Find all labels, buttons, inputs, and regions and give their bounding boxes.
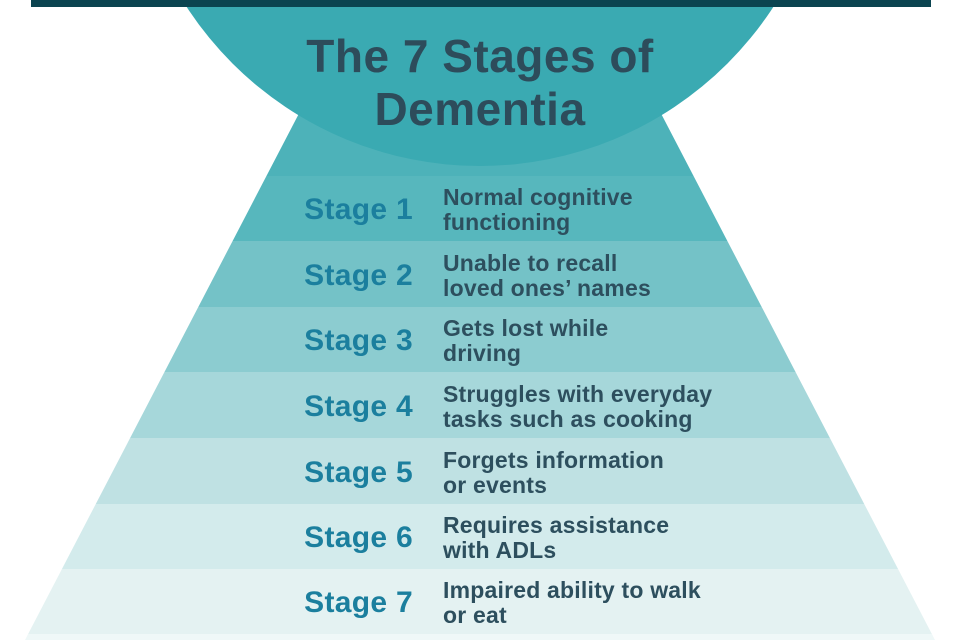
- stage-description: Unable to recall loved ones’ names: [443, 241, 651, 307]
- funnel-band-6: [25, 504, 935, 569]
- stage-description: Normal cognitive functioning: [443, 176, 633, 241]
- desc-line: Requires assistance: [443, 512, 670, 538]
- stage-label: Stage 2: [304, 258, 413, 292]
- desc-line: Struggles with everyday: [443, 380, 713, 407]
- stage-description: Impaired ability to walk or eat: [443, 569, 701, 634]
- stage-label: Stage 1: [304, 193, 413, 226]
- desc-line: Gets lost while: [443, 315, 609, 341]
- funnel-band-7: [25, 569, 935, 634]
- desc-line: functioning: [443, 209, 571, 235]
- stage-row-1: Stage 1 Normal cognitive functioning: [0, 176, 960, 241]
- infographic-title: The 7 Stages of Dementia: [0, 30, 960, 136]
- stage-label: Stage 6: [304, 521, 413, 554]
- desc-line: Forgets information: [443, 446, 665, 473]
- desc-line: or eat: [443, 602, 507, 628]
- stage-row-5: Stage 5 Forgets information or events: [0, 438, 960, 504]
- title-line-2: Dementia: [374, 83, 586, 135]
- stage-description: Forgets information or events: [443, 438, 664, 504]
- stage-label: Stage 7: [304, 586, 413, 619]
- title-line-1: The 7 Stages of: [306, 30, 654, 82]
- desc-line: with ADLs: [443, 537, 557, 563]
- funnel-band-5: [25, 438, 935, 504]
- desc-line: Unable to recall: [443, 249, 618, 276]
- desc-line: driving: [443, 340, 522, 366]
- stage-row-6: Stage 6 Requires assistance with ADLs: [0, 504, 960, 569]
- desc-line: loved ones’ names: [443, 274, 651, 301]
- stage-label: Stage 3: [304, 324, 413, 357]
- title-circle: [182, 0, 778, 166]
- funnel-bottom-sliver: [25, 634, 935, 640]
- stage-row-7: Stage 7 Impaired ability to walk or eat: [0, 569, 960, 634]
- desc-line: or events: [443, 471, 548, 498]
- desc-line: tasks such as cooking: [443, 405, 693, 432]
- stage-label: Stage 4: [304, 389, 413, 423]
- stage-description: Struggles with everyday tasks such as co…: [443, 372, 712, 438]
- desc-line: Normal cognitive: [443, 184, 633, 210]
- stage-description: Gets lost while driving: [443, 307, 608, 372]
- stage-label: Stage 5: [304, 455, 413, 489]
- top-bar: [31, 0, 931, 7]
- stage-description: Requires assistance with ADLs: [443, 504, 669, 569]
- stage-row-4: Stage 4 Struggles with everyday tasks su…: [0, 372, 960, 438]
- stage-row-3: Stage 3 Gets lost while driving: [0, 307, 960, 372]
- stage-row-2: Stage 2 Unable to recall loved ones’ nam…: [0, 241, 960, 307]
- desc-line: Impaired ability to walk: [443, 577, 701, 603]
- funnel-band-4: [25, 372, 935, 438]
